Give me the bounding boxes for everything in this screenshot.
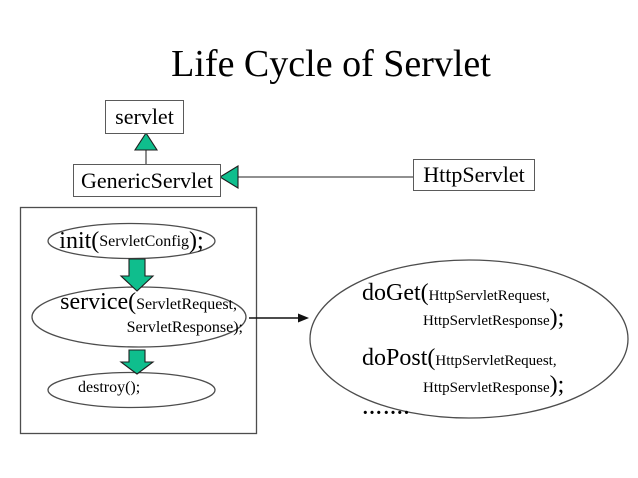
generic-servlet-class-label: GenericServlet (81, 167, 213, 193)
dopost-line1: doPost(HttpServletRequest, (362, 346, 557, 373)
inheritance-left-arrow-icon (218, 165, 239, 189)
generic-servlet-class-box: GenericServlet (73, 164, 221, 197)
http-servlet-class-label: HttpServlet (423, 162, 525, 187)
doget-line2: HttpServletResponse); (423, 306, 564, 333)
doget-open: doGet( (362, 280, 429, 306)
init-method-text: init(ServletConfig); (48, 224, 215, 259)
service-param2: ServletResponse); (126, 319, 243, 336)
servlet-class-box: servlet (105, 100, 184, 134)
service-open: service( (60, 289, 137, 315)
more-methods-ellipsis: ……. (362, 397, 410, 419)
doget-close: ); (549, 305, 565, 331)
service-line2: ServletResponse); (32, 317, 244, 338)
init-param: ServletConfig (99, 232, 190, 250)
slide-title: Life Cycle of Servlet (171, 43, 491, 85)
doget-line1: doGet(HttpServletRequest, (362, 281, 550, 308)
dopost-close: ); (549, 372, 565, 398)
http-methods-ellipse (309, 259, 629, 419)
destroy-ellipse (47, 371, 216, 409)
service-to-destroy-arrow-icon (119, 349, 155, 375)
dopost-line2: HttpServletResponse); (423, 373, 564, 400)
http-servlet-class-box: HttpServlet (413, 159, 535, 191)
doget-param1: HttpServletRequest, (428, 288, 550, 304)
service-line1: service(ServletRequest, (32, 290, 244, 317)
destroy-method-text: destroy(); (78, 379, 141, 396)
init-open: init( (59, 228, 100, 254)
right-arrowhead-icon (298, 313, 309, 323)
service-param1: ServletRequest, (136, 296, 237, 313)
dopost-param1: HttpServletRequest, (435, 353, 557, 369)
lifecycle-container-rect (19, 206, 258, 435)
service-method-text: service(ServletRequest, ServletResponse)… (32, 290, 244, 338)
doget-param2: HttpServletResponse (423, 313, 550, 329)
dopost-open: doPost( (362, 345, 436, 371)
init-close: ); (189, 228, 204, 254)
inheritance-up-arrow-icon (133, 131, 159, 151)
init-to-service-arrow-icon (119, 258, 155, 292)
dopost-param2: HttpServletResponse (423, 380, 550, 396)
servlet-class-label: servlet (115, 104, 174, 129)
